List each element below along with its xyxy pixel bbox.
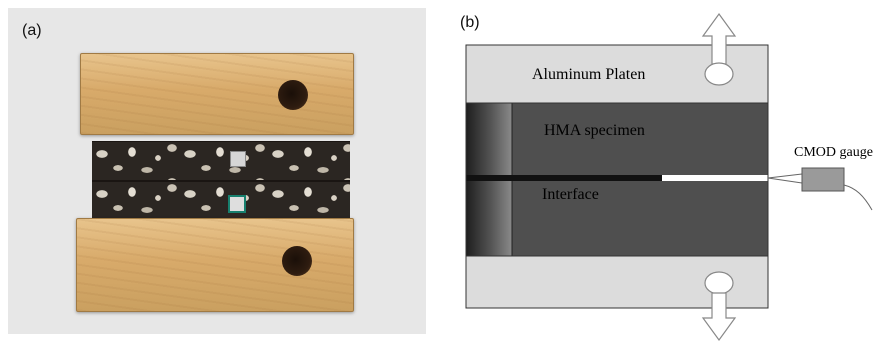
top-wooden-block [80, 53, 354, 135]
photo-panel: (a) [8, 8, 426, 334]
lower-hma-specimen [466, 181, 768, 256]
top-asphalt-layer [92, 141, 350, 181]
panel-a-label: (a) [22, 22, 42, 39]
hma-specimen-label: HMA specimen [544, 122, 645, 139]
panel-b-label: (b) [460, 14, 480, 31]
cmod-gauge-label: CMOD gauge [794, 145, 873, 160]
top-measurement-target [230, 151, 246, 167]
bottom-wooden-block [76, 218, 354, 312]
top-load-arrow [701, 12, 737, 86]
upper-hma-specimen [466, 103, 768, 175]
aluminum-platen-label: Aluminum Platen [532, 66, 645, 83]
cmod-gauge [767, 167, 873, 211]
bottom-block-hole [282, 246, 312, 276]
interface-layer [466, 175, 662, 181]
bottom-asphalt-layer [92, 181, 350, 221]
lower-specimen-edge [466, 181, 512, 256]
top-block-hole [278, 80, 308, 110]
test-setup-diagram: Aluminum Platen HMA specimen Interface C… [465, 12, 873, 342]
bottom-load-arrow [701, 271, 737, 342]
specimen-outline [465, 102, 769, 257]
upper-specimen-edge [466, 103, 512, 175]
bottom-measurement-target [228, 195, 246, 213]
interface-label: Interface [542, 186, 599, 203]
interface-crack [662, 175, 768, 181]
schematic-panel: (b) [452, 0, 886, 342]
